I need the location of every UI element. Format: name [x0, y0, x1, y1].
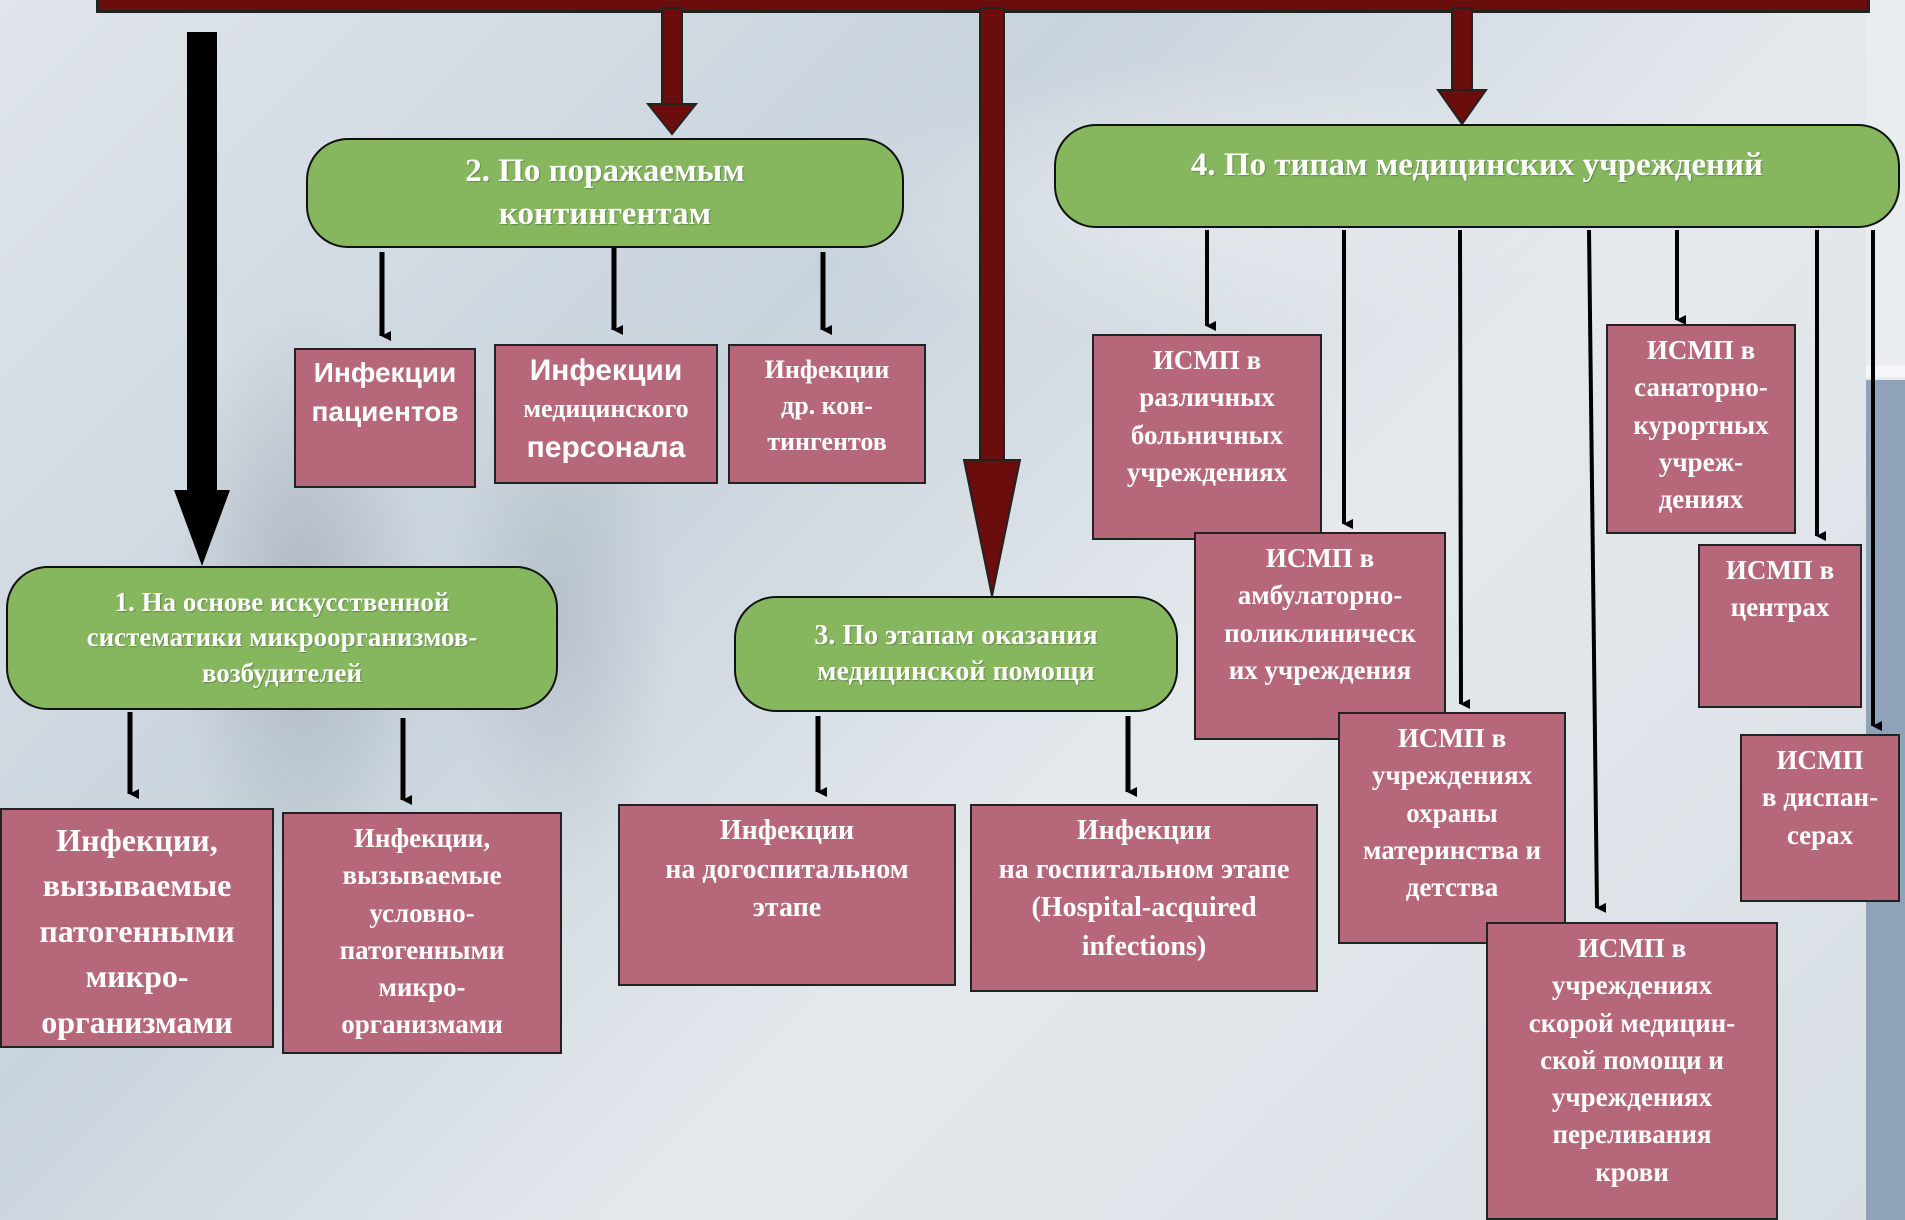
right-divider — [1866, 365, 1905, 377]
category-3-node: 3. По этапам оказания медицинской помощи — [734, 596, 1178, 712]
leaf-c2-staff: Инфекции медицинского персонала — [494, 344, 718, 484]
leaf-c2-patients: Инфекции пациентов — [294, 348, 476, 488]
category-1-label: 1. На основе искусственной систематики м… — [86, 587, 478, 688]
big-black-arrow — [174, 32, 230, 566]
leaf-c4-centers-label: ИСМП в центрах — [1725, 555, 1835, 623]
leaf-c1-conditional: Инфекции, вызываемые условно- патогенным… — [282, 812, 562, 1054]
category-2-node: 2. По поражаемым контингентам — [306, 138, 904, 248]
leaf-c3-prehospital: Инфекции на догоспитальном этапе — [618, 804, 956, 986]
c3-arrows — [815, 716, 1137, 797]
leaf-c2-staff-line2: медицинского — [523, 394, 689, 424]
category-4-node: 4. По типам медицинских учреждений — [1054, 124, 1900, 228]
leaf-c4-dispensary: ИСМП в диспан- серах — [1740, 734, 1900, 902]
leaf-c4-hospitals: ИСМП в различных больничных учреждениях — [1092, 334, 1322, 540]
leaf-c2-staff-line1: Инфекции — [529, 354, 683, 387]
category-2-label: 2. По поражаемым контингентам — [465, 153, 745, 232]
category-4-label: 4. По типам медицинских учреждений — [1190, 147, 1764, 183]
leaf-c2-patients-label: Инфекции пациентов — [311, 357, 459, 427]
leaf-c4-emergency: ИСМП в учреждениях скорой медицин- ской … — [1486, 922, 1778, 1220]
leaf-c4-emergency-label: ИСМП в учреждениях скорой медицин- ской … — [1528, 933, 1736, 1187]
trunk-arrow-c4 — [1436, 7, 1488, 126]
leaf-c1-pathogenic-label: Инфекции, вызываемые патогенными микро- … — [39, 822, 235, 1040]
leaf-c4-centers: ИСМП в центрах — [1698, 544, 1862, 708]
c1-arrows — [127, 712, 412, 805]
leaf-c4-maternity-label: ИСМП в учреждениях охраны материнства и … — [1362, 723, 1542, 902]
leaf-c4-maternity: ИСМП в учреждениях охраны материнства и … — [1338, 712, 1566, 944]
leaf-c4-hospitals-label: ИСМП в различных больничных учреждениях — [1126, 345, 1288, 487]
c4-arrows — [1205, 229, 1882, 913]
leaf-c1-conditional-label: Инфекции, вызываемые условно- патогенным… — [339, 823, 505, 1040]
c2-arrows — [379, 246, 832, 341]
leaf-c2-staff-line3: персонала — [526, 431, 686, 465]
leaf-c4-outpatient: ИСМП в амбулаторно- поликлиническ их учр… — [1194, 532, 1446, 740]
category-1-node: 1. На основе искусственной систематики м… — [6, 566, 558, 710]
leaf-c4-dispensary-label: ИСМП в диспан- серах — [1761, 745, 1879, 850]
leaf-c1-pathogenic: Инфекции, вызываемые патогенными микро- … — [0, 808, 274, 1048]
leaf-c4-sanatorium: ИСМП в санаторно- курортных учреж- дения… — [1606, 324, 1796, 534]
category-3-label: 3. По этапам оказания медицинской помощи — [814, 619, 1098, 687]
trunk-arrow-c2 — [645, 7, 699, 136]
leaf-c4-outpatient-label: ИСМП в амбулаторно- поликлиническ их учр… — [1224, 543, 1416, 685]
leaf-c2-other: Инфекции др. кон- тингентов — [728, 344, 926, 484]
leaf-c4-sanatorium-label: ИСМП в санаторно- курортных учреж- дения… — [1633, 335, 1769, 514]
leaf-c3-hospital: Инфекции на госпитальном этапе (Hospital… — [970, 804, 1318, 992]
leaf-c2-other-label: Инфекции др. кон- тингентов — [764, 355, 890, 456]
leaf-c3-prehospital-label: Инфекции на догоспитальном этапе — [665, 815, 909, 924]
leaf-c3-hospital-label: Инфекции на госпитальном этапе (Hospital… — [998, 815, 1290, 962]
trunk-arrow-c3 — [962, 7, 1022, 597]
